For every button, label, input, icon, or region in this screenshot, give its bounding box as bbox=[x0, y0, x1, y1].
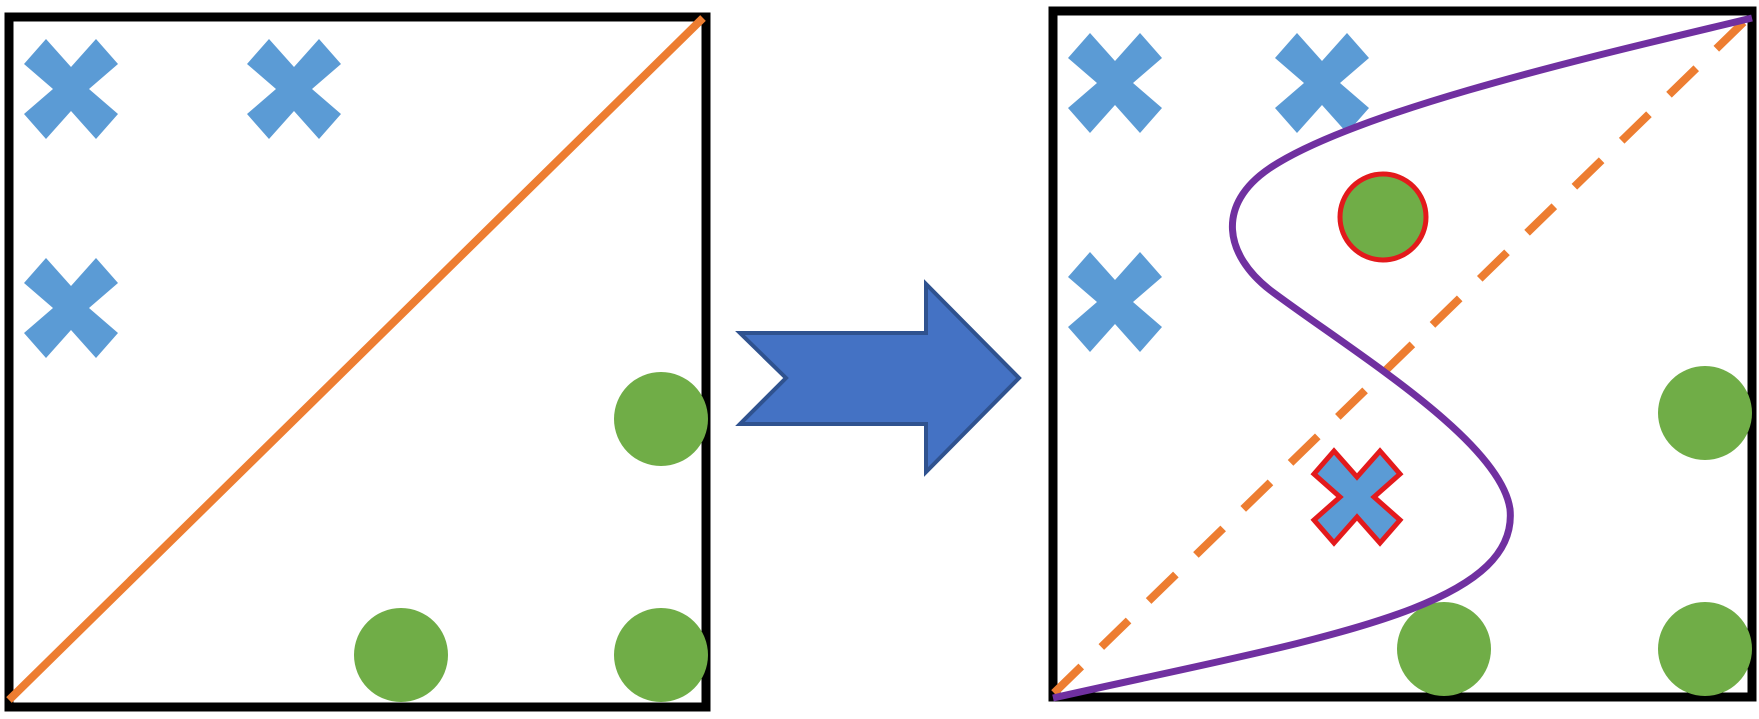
cross-marker bbox=[247, 39, 341, 139]
cross-marker bbox=[24, 258, 118, 358]
right-panel-frame bbox=[1048, 6, 1757, 702]
right-linear-boundary-dashed bbox=[1051, 10, 1756, 696]
left-panel bbox=[4, 12, 711, 712]
highlighted-cross-marker bbox=[1310, 447, 1404, 547]
circle-marker bbox=[1658, 366, 1752, 460]
right-panel bbox=[1048, 6, 1757, 702]
circle-marker bbox=[614, 372, 708, 466]
left-linear-boundary bbox=[6, 15, 706, 703]
circle-marker bbox=[354, 608, 448, 702]
left-panel-frame bbox=[4, 12, 711, 712]
cross-marker bbox=[1068, 33, 1162, 133]
cross-marker bbox=[1275, 33, 1369, 133]
circle-marker bbox=[1658, 602, 1752, 696]
circle-marker bbox=[614, 608, 708, 702]
highlighted-circle-marker bbox=[1337, 171, 1429, 263]
right-arrow bbox=[735, 279, 1022, 477]
cross-marker bbox=[24, 39, 118, 139]
cross-marker bbox=[1068, 252, 1162, 352]
nonlinear-boundary-curve bbox=[1052, 14, 1753, 702]
circle-marker bbox=[1397, 602, 1491, 696]
